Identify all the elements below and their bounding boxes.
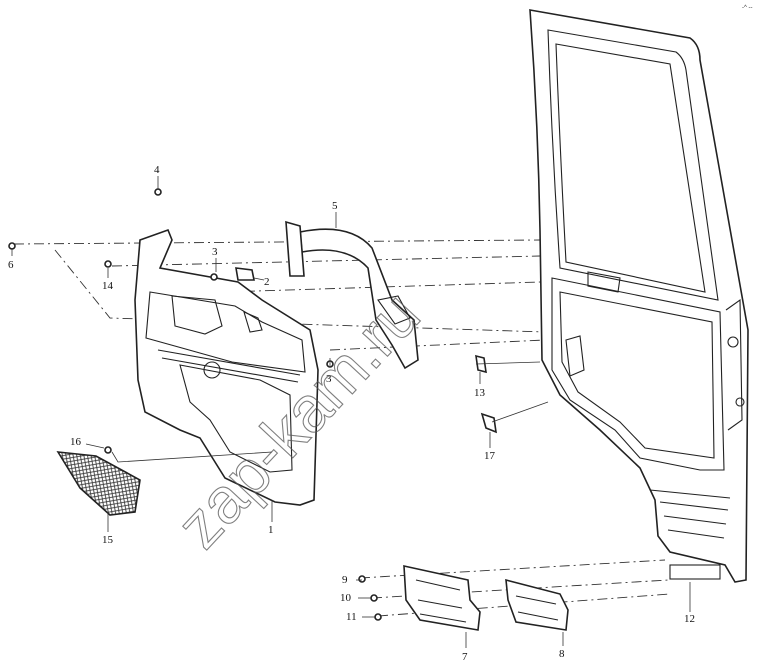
callout-11: 11 bbox=[346, 611, 357, 623]
callout-2: 2 bbox=[264, 276, 270, 288]
callout-4: 4 bbox=[154, 164, 160, 176]
speaker-grille-part-15 bbox=[56, 451, 141, 516]
callout-8: 8 bbox=[559, 648, 565, 660]
callout-3-lower: 3 bbox=[326, 373, 332, 385]
callout-6: 6 bbox=[8, 259, 14, 271]
callout-1: 1 bbox=[268, 524, 274, 536]
callout-14: 14 bbox=[102, 280, 114, 292]
callout-17: 17 bbox=[484, 450, 496, 462]
hinge-plates-parts-7-8 bbox=[358, 564, 569, 631]
callout-3-upper: 3 bbox=[212, 246, 218, 258]
callout-9: 9 bbox=[342, 574, 348, 586]
leader-lines bbox=[11, 176, 691, 648]
callout-7: 7 bbox=[462, 651, 468, 663]
door-frame-part-12 bbox=[529, 9, 749, 583]
corner-mark: -^ -- bbox=[742, 5, 752, 11]
callout-15: 15 bbox=[102, 534, 114, 546]
callout-labels: 1 2 3 3 4 5 6 7 8 9 10 11 12 13 14 15 16… bbox=[8, 164, 695, 663]
callout-12: 12 bbox=[684, 613, 695, 625]
handle-bar-part-5 bbox=[285, 220, 419, 370]
callout-16: 16 bbox=[70, 436, 82, 448]
callout-13: 13 bbox=[474, 387, 486, 399]
small-fasteners bbox=[8, 188, 497, 454]
callout-5: 5 bbox=[332, 200, 338, 212]
door-trim-panel-part-1 bbox=[134, 228, 319, 506]
callout-10: 10 bbox=[340, 592, 352, 604]
